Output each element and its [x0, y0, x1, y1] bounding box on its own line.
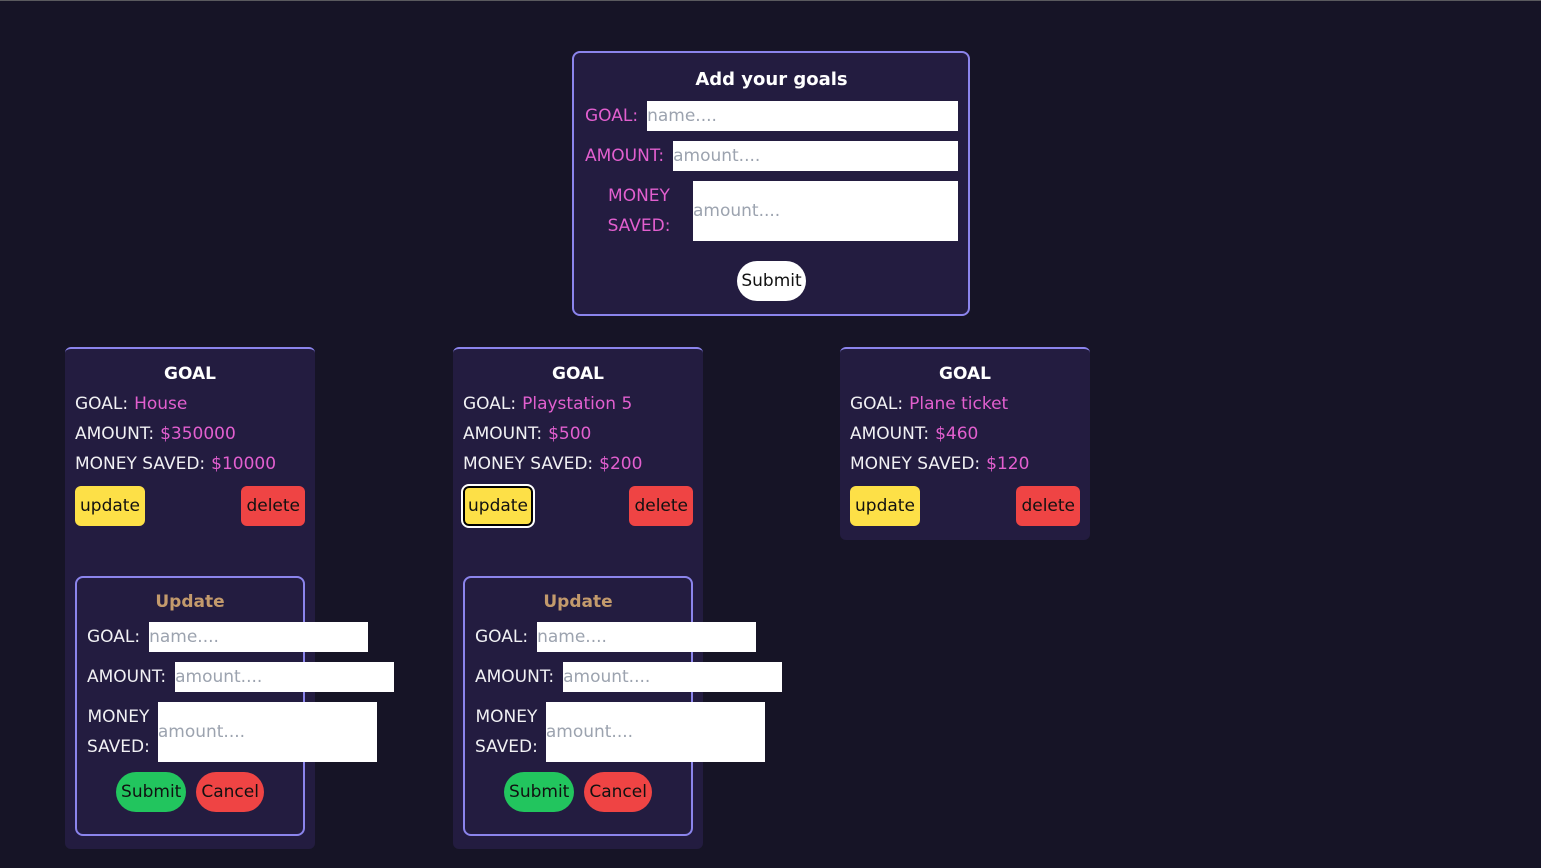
- goal-card-heading: GOAL: [164, 364, 216, 384]
- goal-card-heading: GOAL: [939, 364, 991, 384]
- goal-info-label: GOAL:: [75, 394, 129, 414]
- update-button[interactable]: update: [850, 486, 920, 526]
- update-submit-button[interactable]: Submit: [504, 772, 575, 812]
- update-amount-row: AMOUNT:: [475, 662, 783, 692]
- update-amount-input[interactable]: [563, 662, 783, 692]
- amount-info-label: AMOUNT:: [75, 424, 155, 444]
- update-button[interactable]: update: [461, 484, 535, 528]
- update-form-buttons: Submit Cancel: [475, 772, 681, 812]
- goal-card-plane-ticket: GOAL GOAL:Plane ticket AMOUNT:$460 MONEY…: [840, 347, 1090, 540]
- update-money-saved-label-line2: SAVED:: [475, 737, 538, 757]
- goal-info: GOAL:House: [75, 389, 305, 419]
- update-money-saved-label-line1: MONEY: [87, 707, 150, 727]
- amount-row: AMOUNT:: [585, 141, 958, 171]
- amount-info: AMOUNT:$460: [850, 419, 1080, 449]
- update-money-saved-label-line2: SAVED:: [87, 737, 150, 757]
- update-goal-row: GOAL:: [475, 622, 757, 652]
- update-goal-label: GOAL:: [475, 627, 529, 647]
- money-saved-info-value: $200: [599, 454, 643, 474]
- money-saved-info: MONEY SAVED:$200: [463, 449, 693, 479]
- goal-label: GOAL:: [585, 106, 639, 126]
- update-form-title: Update: [155, 592, 225, 612]
- update-goal-label: GOAL:: [87, 627, 141, 647]
- amount-info-value: $500: [548, 424, 592, 444]
- money-saved-info-value: $10000: [211, 454, 277, 474]
- update-amount-row: AMOUNT:: [87, 662, 395, 692]
- money-saved-label-line1: MONEY: [608, 186, 670, 206]
- goal-info-value: Plane ticket: [909, 394, 1009, 414]
- update-money-saved-row: MONEY SAVED:: [475, 702, 765, 762]
- delete-button[interactable]: delete: [629, 486, 693, 526]
- update-goal-name-input[interactable]: [537, 622, 757, 652]
- money-saved-info: MONEY SAVED:$10000: [75, 449, 305, 479]
- add-goal-submit-button[interactable]: Submit: [737, 261, 806, 301]
- money-saved-info-label: MONEY SAVED:: [463, 454, 594, 474]
- add-form-title: Add your goals: [695, 69, 848, 90]
- money-saved-label-line2: SAVED:: [607, 216, 671, 236]
- amount-label: AMOUNT:: [585, 146, 665, 166]
- goal-info-value: Playstation 5: [522, 394, 633, 414]
- update-amount-input[interactable]: [175, 662, 395, 692]
- update-form-buttons: Submit Cancel: [87, 772, 293, 812]
- goal-card-heading: GOAL: [552, 364, 604, 384]
- goal-card-house: GOAL GOAL:House AMOUNT:$350000 MONEY SAV…: [65, 347, 395, 849]
- money-saved-input[interactable]: [693, 181, 958, 241]
- update-amount-label: AMOUNT:: [87, 667, 167, 687]
- goal-row: GOAL:: [585, 101, 958, 131]
- goal-info: GOAL:Plane ticket: [850, 389, 1080, 419]
- money-saved-label: MONEY SAVED:: [585, 181, 693, 241]
- goal-info-label: GOAL:: [463, 394, 517, 414]
- amount-input[interactable]: [673, 141, 958, 171]
- goal-info-value: House: [134, 394, 188, 414]
- goal-name-input[interactable]: [647, 101, 958, 131]
- update-cancel-button[interactable]: Cancel: [584, 772, 652, 812]
- add-goal-form: Add your goals GOAL: AMOUNT: MONEY SAVED…: [572, 51, 970, 316]
- goal-card-playstation-5: GOAL GOAL:Playstation 5 AMOUNT:$500 MONE…: [453, 347, 783, 849]
- update-form-title: Update: [543, 592, 613, 612]
- update-goal-name-input[interactable]: [149, 622, 369, 652]
- money-saved-info-value: $120: [986, 454, 1030, 474]
- update-goal-row: GOAL:: [87, 622, 369, 652]
- update-money-saved-row: MONEY SAVED:: [87, 702, 377, 762]
- update-money-saved-label: MONEY SAVED:: [87, 702, 158, 762]
- money-saved-row: MONEY SAVED:: [585, 181, 958, 241]
- money-saved-info-label: MONEY SAVED:: [75, 454, 206, 474]
- update-submit-button[interactable]: Submit: [116, 772, 187, 812]
- update-money-saved-input[interactable]: [545, 702, 765, 762]
- amount-info-label: AMOUNT:: [850, 424, 930, 444]
- amount-info-label: AMOUNT:: [463, 424, 543, 444]
- amount-info-value: $350000: [160, 424, 236, 444]
- update-money-saved-label-line1: MONEY: [475, 707, 538, 727]
- money-saved-info-label: MONEY SAVED:: [850, 454, 981, 474]
- update-money-saved-label: MONEY SAVED:: [475, 702, 546, 762]
- update-cancel-button[interactable]: Cancel: [196, 772, 264, 812]
- amount-info: AMOUNT:$350000: [75, 419, 305, 449]
- goal-actions: update delete: [75, 486, 305, 526]
- amount-info: AMOUNT:$500: [463, 419, 693, 449]
- update-goal-form: Update GOAL: AMOUNT: MONEY SAVED: Submit…: [75, 576, 395, 836]
- delete-button[interactable]: delete: [1016, 486, 1080, 526]
- amount-info-value: $460: [935, 424, 979, 444]
- money-saved-info: MONEY SAVED:$120: [850, 449, 1080, 479]
- goal-actions: update delete: [850, 486, 1080, 526]
- update-amount-label: AMOUNT:: [475, 667, 555, 687]
- delete-button[interactable]: delete: [241, 486, 305, 526]
- update-money-saved-input[interactable]: [157, 702, 377, 762]
- goal-info: GOAL:Playstation 5: [463, 389, 693, 419]
- submit-wrap: Submit: [585, 261, 958, 301]
- goal-info-label: GOAL:: [850, 394, 904, 414]
- update-button[interactable]: update: [75, 486, 145, 526]
- update-goal-form: Update GOAL: AMOUNT: MONEY SAVED: Submit…: [463, 576, 783, 836]
- goal-actions: update delete: [461, 484, 693, 528]
